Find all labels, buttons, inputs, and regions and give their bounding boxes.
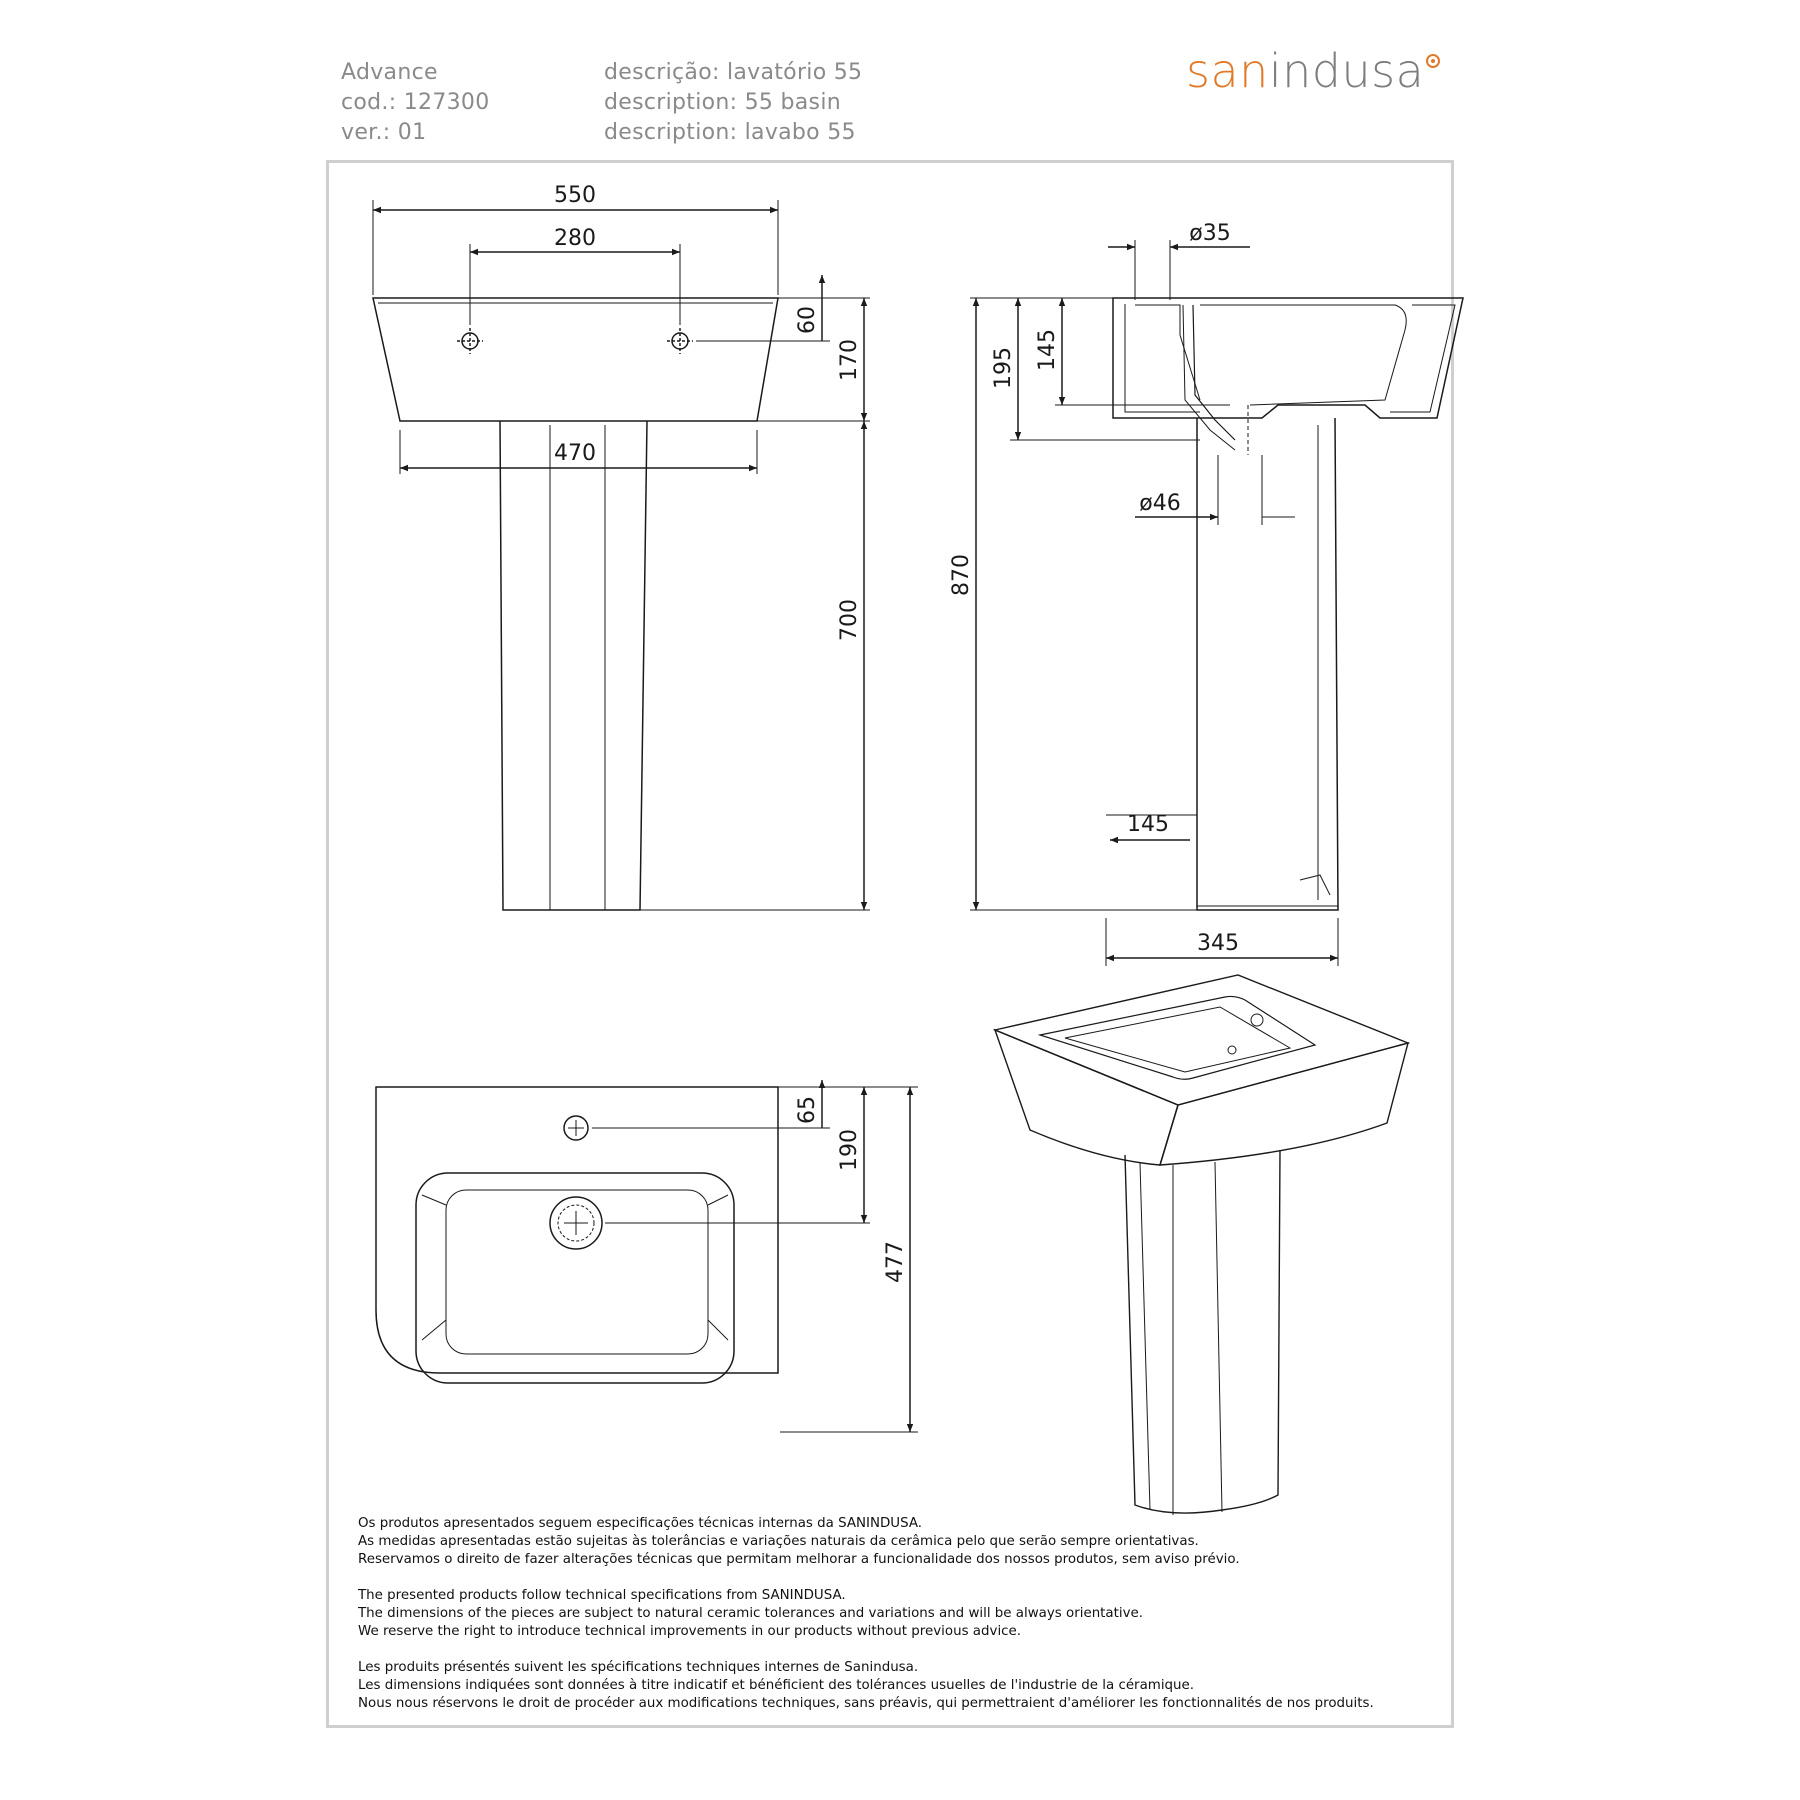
side-pedestal (1196, 417, 1339, 911)
notes-fr: Les produits présentés suivent les spéci… (358, 1659, 1374, 1713)
label-170: 170 (837, 339, 862, 381)
tap-hole-right-icon (667, 328, 693, 354)
note-line: The presented products follow technical … (358, 1588, 846, 1603)
label-145-vertical: 145 (1035, 329, 1060, 371)
description-en: description: 55 basin (604, 90, 841, 115)
perspective-bowl (1037, 995, 1317, 1080)
notes-en: The presented products follow technical … (358, 1587, 1374, 1641)
note-line: Les produits présentés suivent les spéci… (358, 1660, 919, 1675)
top-bowl-inner (445, 1189, 709, 1355)
product-version: ver.: 01 (341, 120, 427, 145)
note-line: We reserve the right to introduce techni… (358, 1624, 1022, 1639)
header-product-info: Advance cod.: 127300 ver.: 01 (341, 58, 490, 148)
product-name: Advance (341, 60, 438, 85)
description-pt: descrição: lavatório 55 (604, 60, 863, 85)
perspective-view (992, 974, 1411, 1515)
top-basin-outline (375, 1086, 779, 1374)
brand-logo-part1: san (1186, 44, 1269, 98)
label-280: 280 (554, 226, 596, 251)
label-d46: ø46 (1139, 491, 1180, 516)
label-d35: ø35 (1189, 221, 1230, 246)
tap-hole-left-icon (457, 328, 483, 354)
label-470: 470 (554, 441, 596, 466)
label-550: 550 (554, 183, 596, 208)
top-tap-hole-icon (563, 1115, 589, 1141)
perspective-basin-side (1159, 1042, 1409, 1166)
brand-logo: sanindusa (1186, 44, 1441, 98)
side-view (970, 240, 1464, 966)
label-477: 477 (883, 1241, 908, 1283)
perspective-overflow-icon (1227, 1045, 1237, 1055)
label-870: 870 (949, 554, 974, 596)
front-pedestal (499, 420, 648, 911)
header-descriptions: descrição: lavatório 55 description: 55 … (604, 58, 862, 148)
label-700: 700 (837, 599, 862, 641)
label-190: 190 (837, 1129, 862, 1171)
label-195: 195 (991, 347, 1016, 389)
label-60: 60 (795, 306, 820, 334)
disclaimer-notes: Os produtos apresentados seguem especifi… (358, 1515, 1374, 1731)
label-65: 65 (795, 1096, 820, 1124)
drawing-frame (326, 160, 1454, 1728)
brand-logo-mark-icon (1426, 54, 1441, 68)
note-line: Les dimensions indiquées sont données à … (358, 1678, 1195, 1693)
note-line: The dimensions of the pieces are subject… (358, 1606, 1144, 1621)
note-line: Os produtos apresentados seguem especifi… (358, 1516, 923, 1531)
note-line: Reservamos o direito de fazer alterações… (358, 1552, 1240, 1567)
basin-bowl-line (1200, 304, 1407, 406)
note-line: As medidas apresentadas estão sujeitas à… (358, 1534, 1199, 1549)
top-waste-hole-icon (549, 1196, 603, 1250)
front-view (372, 200, 870, 911)
brand-logo-part2: indusa (1268, 44, 1425, 98)
description-fr: description: lavabo 55 (604, 120, 856, 145)
waste-trap (1192, 304, 1236, 441)
perspective-tap-hole-icon (1250, 1013, 1264, 1027)
label-345: 345 (1197, 931, 1239, 956)
note-line: Nous nous réservons le droit de procéder… (358, 1696, 1374, 1711)
notes-pt: Os produtos apresentados seguem especifi… (358, 1515, 1374, 1569)
front-basin-outline (372, 297, 779, 422)
product-code: cod.: 127300 (341, 90, 490, 115)
top-view (375, 1080, 918, 1433)
top-bowl-outer (415, 1172, 735, 1384)
label-145-horizontal: 145 (1127, 812, 1169, 837)
side-basin-outline (1112, 297, 1464, 419)
